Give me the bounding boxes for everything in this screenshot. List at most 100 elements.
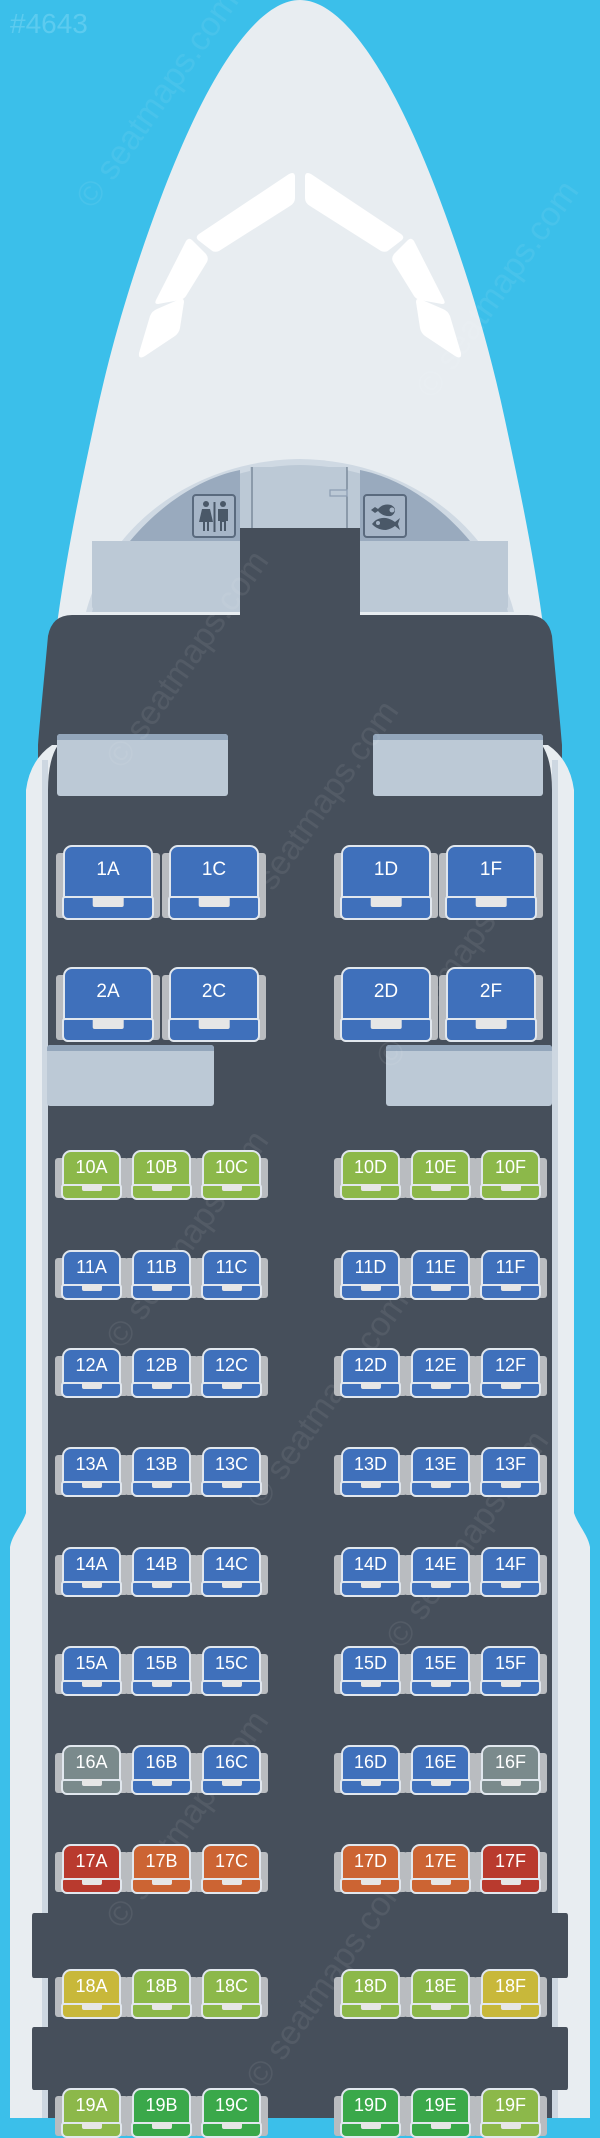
seat-13F[interactable]: 13F — [474, 1447, 547, 1497]
seat-13B[interactable]: 13B — [125, 1447, 198, 1497]
seat-14F[interactable]: 14F — [474, 1547, 547, 1597]
seat-pillow — [430, 1481, 451, 1488]
seat-10C[interactable]: 10C — [195, 1150, 268, 1200]
seat-13D[interactable]: 13D — [334, 1447, 407, 1497]
seat-10D[interactable]: 10D — [334, 1150, 407, 1200]
seat-11F[interactable]: 11F — [474, 1250, 547, 1300]
seat-11A[interactable]: 11A — [55, 1250, 128, 1300]
seat-label: 15C — [214, 1653, 249, 1673]
seat-pillow — [500, 2003, 521, 2010]
seat-14A[interactable]: 14A — [55, 1547, 128, 1597]
seat-label: 19E — [424, 2095, 457, 2115]
exit-door-right-1 — [552, 1913, 568, 1978]
seat-label: 16B — [145, 1752, 178, 1772]
seat-12E[interactable]: 12E — [404, 1348, 477, 1398]
seat-17C[interactable]: 17C — [195, 1844, 268, 1894]
seat-17E[interactable]: 17E — [404, 1844, 477, 1894]
seat-label: 14C — [214, 1554, 249, 1574]
seat-pillow — [151, 1581, 172, 1588]
seat-11B[interactable]: 11B — [125, 1250, 198, 1300]
seat-16F[interactable]: 16F — [474, 1745, 547, 1795]
exit-door-left-2 — [32, 2027, 48, 2090]
seat-10F[interactable]: 10F — [474, 1150, 547, 1200]
seat-2F[interactable]: 2F — [439, 967, 543, 1042]
seat-13A[interactable]: 13A — [55, 1447, 128, 1497]
seat-2A[interactable]: 2A — [56, 967, 160, 1042]
seat-12B[interactable]: 12B — [125, 1348, 198, 1398]
seat-pillow — [151, 1284, 172, 1291]
seat-pillow — [81, 1878, 102, 1885]
seat-15F[interactable]: 15F — [474, 1646, 547, 1696]
seat-label: 12C — [214, 1355, 249, 1375]
seat-14E[interactable]: 14E — [404, 1547, 477, 1597]
seat-15E[interactable]: 15E — [404, 1646, 477, 1696]
seat-13C[interactable]: 13C — [195, 1447, 268, 1497]
seat-15D[interactable]: 15D — [334, 1646, 407, 1696]
galley-icon — [363, 494, 407, 538]
seat-pillow — [81, 1581, 102, 1588]
seat-17F[interactable]: 17F — [474, 1844, 547, 1894]
seat-pillow — [370, 1018, 402, 1029]
seat-12D[interactable]: 12D — [334, 1348, 407, 1398]
seat-1F[interactable]: 1F — [439, 845, 543, 920]
seat-18D[interactable]: 18D — [334, 1969, 407, 2019]
seat-18E[interactable]: 18E — [404, 1969, 477, 2019]
seat-18A[interactable]: 18A — [55, 1969, 128, 2019]
seat-label: 11D — [354, 1257, 387, 1277]
seat-16D[interactable]: 16D — [334, 1745, 407, 1795]
seat-14D[interactable]: 14D — [334, 1547, 407, 1597]
seat-17A[interactable]: 17A — [55, 1844, 128, 1894]
seat-16C[interactable]: 16C — [195, 1745, 268, 1795]
partition-left-mid — [47, 1045, 214, 1106]
seat-2C[interactable]: 2C — [162, 967, 266, 1042]
seat-19A[interactable]: 19A — [55, 2088, 128, 2138]
seat-2D[interactable]: 2D — [334, 967, 438, 1042]
seat-10A[interactable]: 10A — [55, 1150, 128, 1200]
seat-pillow — [370, 896, 402, 907]
seat-15B[interactable]: 15B — [125, 1646, 198, 1696]
seat-16B[interactable]: 16B — [125, 1745, 198, 1795]
lavatory-block — [92, 541, 240, 610]
seat-12F[interactable]: 12F — [474, 1348, 547, 1398]
seat-15A[interactable]: 15A — [55, 1646, 128, 1696]
window-center-left — [196, 173, 295, 252]
seat-17D[interactable]: 17D — [334, 1844, 407, 1894]
seat-11E[interactable]: 11E — [404, 1250, 477, 1300]
seat-label: 15F — [494, 1653, 527, 1673]
seat-1D[interactable]: 1D — [334, 845, 438, 920]
seat-11C[interactable]: 11C — [195, 1250, 268, 1300]
seat-10B[interactable]: 10B — [125, 1150, 198, 1200]
seat-16E[interactable]: 16E — [404, 1745, 477, 1795]
seat-label: 12B — [145, 1355, 178, 1375]
seat-pillow — [475, 896, 507, 907]
seat-18F[interactable]: 18F — [474, 1969, 547, 2019]
seat-13E[interactable]: 13E — [404, 1447, 477, 1497]
seat-1C[interactable]: 1C — [162, 845, 266, 920]
seat-19F[interactable]: 19F — [474, 2088, 547, 2138]
seat-11D[interactable]: 11D — [334, 1250, 407, 1300]
seat-19B[interactable]: 19B — [125, 2088, 198, 2138]
seat-pillow — [430, 1779, 451, 1786]
seat-16A[interactable]: 16A — [55, 1745, 128, 1795]
seat-label: 14D — [353, 1554, 388, 1574]
seat-17B[interactable]: 17B — [125, 1844, 198, 1894]
seat-14C[interactable]: 14C — [195, 1547, 268, 1597]
seat-12A[interactable]: 12A — [55, 1348, 128, 1398]
seat-19D[interactable]: 19D — [334, 2088, 407, 2138]
seat-1A[interactable]: 1A — [56, 845, 160, 920]
seat-10E[interactable]: 10E — [404, 1150, 477, 1200]
seat-pillow — [81, 1680, 102, 1687]
seat-18C[interactable]: 18C — [195, 1969, 268, 2019]
seat-label: 1F — [479, 858, 503, 880]
seat-label: 17C — [214, 1851, 249, 1871]
seat-label: 18E — [424, 1976, 457, 1996]
seat-label: 10B — [145, 1157, 178, 1177]
seat-19E[interactable]: 19E — [404, 2088, 477, 2138]
seat-18B[interactable]: 18B — [125, 1969, 198, 2019]
seat-12C[interactable]: 12C — [195, 1348, 268, 1398]
seat-pillow — [430, 1581, 451, 1588]
seat-14B[interactable]: 14B — [125, 1547, 198, 1597]
seat-15C[interactable]: 15C — [195, 1646, 268, 1696]
seat-pillow — [151, 2003, 172, 2010]
seat-19C[interactable]: 19C — [195, 2088, 268, 2138]
